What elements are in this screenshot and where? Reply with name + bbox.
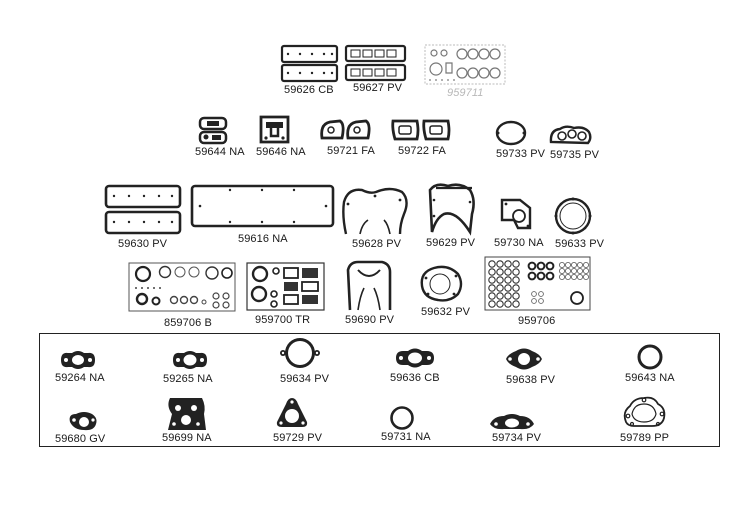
part-label: 59690 PV xyxy=(345,314,395,326)
part-label: 59638 PV xyxy=(506,374,556,386)
gasket-59733-pv[interactable] xyxy=(494,120,528,148)
gasket-59680-gv[interactable] xyxy=(66,408,100,434)
rear-cover-gasket-icon xyxy=(428,183,475,236)
part-label: 59616 NA xyxy=(238,233,288,245)
part-label: 59729 PV xyxy=(273,432,323,444)
flange-gasket-icon xyxy=(198,116,228,145)
part-label: 59628 PV xyxy=(352,238,402,250)
part-label: 59633 PV xyxy=(555,238,605,250)
intake-plate-gasket-icon xyxy=(168,398,206,430)
part-label: 59644 NA xyxy=(195,146,245,158)
manifold-gasket-icon xyxy=(320,119,371,140)
valve-cover-gasket-icon xyxy=(190,184,335,228)
part-label: 59730 NA xyxy=(494,237,544,249)
part-label: 59643 NA xyxy=(625,372,675,384)
part-label: 59626 CB xyxy=(284,84,334,96)
tri-flange-gasket-icon xyxy=(69,412,97,431)
part-label: 59699 NA xyxy=(162,432,212,444)
gasket-59734-pv[interactable] xyxy=(488,410,536,432)
rear-seal-gasket-icon xyxy=(346,260,392,311)
part-label: 959700 TR xyxy=(255,314,311,326)
gasket-59643-na[interactable] xyxy=(636,343,664,371)
part-label: 59731 NA xyxy=(381,431,431,443)
cover-gasket-icon xyxy=(259,115,290,144)
oil-pan-gasket-icon xyxy=(104,184,182,235)
part-label: 59630 PV xyxy=(118,238,168,250)
twin-rail-gasket-icon xyxy=(280,44,339,83)
gasket-59626-cb[interactable] xyxy=(280,44,340,84)
multi-port-gasket-icon xyxy=(549,125,592,145)
part-label: 59789 PP xyxy=(620,432,670,444)
gasket-set-icon xyxy=(484,256,591,311)
gasket-59632-pv[interactable] xyxy=(418,264,464,304)
gasket-59636-cb[interactable] xyxy=(394,346,436,370)
gasket-59634-pv[interactable] xyxy=(280,336,320,372)
round-bolted-gasket-icon xyxy=(554,197,592,235)
oval-flange-gasket-icon xyxy=(490,414,534,430)
gasket-59721-fa[interactable] xyxy=(318,118,374,144)
gasket-59633-pv[interactable] xyxy=(552,196,594,236)
part-label: 59264 NA xyxy=(55,372,105,384)
oval-flange-gasket-icon xyxy=(396,348,434,368)
part-label: 59722 FA xyxy=(398,145,446,157)
gasket-59789-pp[interactable] xyxy=(620,394,670,430)
gasket-59722-fa[interactable] xyxy=(390,118,454,144)
thermostat-housing-gasket-icon xyxy=(623,396,666,427)
gasket-59630-pv[interactable] xyxy=(104,184,184,236)
gasket-59629-pv[interactable] xyxy=(426,180,480,236)
gasket-set-icon xyxy=(424,44,506,85)
part-label: 859706 B xyxy=(164,317,212,329)
gasket-set-icon xyxy=(128,262,236,312)
gasket-set-959706[interactable] xyxy=(484,256,592,312)
gasket-set-959711[interactable] xyxy=(424,44,506,86)
part-label: 59634 PV xyxy=(280,373,330,385)
part-label: 59632 PV xyxy=(421,306,471,318)
part-label: 59735 PV xyxy=(550,149,600,161)
gasket-59735-pv[interactable] xyxy=(548,124,594,148)
gasket-set-859706-b[interactable] xyxy=(128,262,238,314)
gasket-59690-pv[interactable] xyxy=(344,258,394,314)
water-pump-gasket-icon xyxy=(420,265,463,302)
round-gasket-icon xyxy=(495,120,527,146)
gasket-59265-na[interactable] xyxy=(170,348,210,372)
part-label: 59680 GV xyxy=(55,433,106,445)
gasket-59730-na[interactable] xyxy=(498,196,538,234)
gasket-59699-na[interactable] xyxy=(164,396,208,432)
part-label: 59629 PV xyxy=(426,237,476,249)
oval-flange-gasket-icon xyxy=(61,351,95,369)
manifold-gasket-icon xyxy=(391,119,451,141)
o-ring-gasket-icon xyxy=(390,406,414,430)
gasket-59731-na[interactable] xyxy=(388,404,416,432)
oval-flange-gasket-icon xyxy=(173,351,207,369)
diamond-flange-gasket-icon xyxy=(506,348,542,370)
part-label: 959711 xyxy=(447,87,484,99)
round-flange-gasket-icon xyxy=(280,338,320,368)
gasket-59616-na[interactable] xyxy=(190,184,336,230)
part-label: 59733 PV xyxy=(496,148,546,160)
gasket-59638-pv[interactable] xyxy=(504,346,544,372)
gasket-59627-pv[interactable] xyxy=(344,44,408,84)
gasket-59628-pv[interactable] xyxy=(340,184,410,238)
gasket-59646-na[interactable] xyxy=(258,114,292,146)
gasket-set-icon xyxy=(246,262,325,311)
gasket-59729-pv[interactable] xyxy=(274,396,310,430)
gasket-59264-na[interactable] xyxy=(58,348,98,372)
part-label: 59646 NA xyxy=(256,146,306,158)
gasket-59644-na[interactable] xyxy=(198,116,230,146)
timing-cover-gasket-icon xyxy=(342,187,408,235)
part-label: 59636 CB xyxy=(390,372,440,384)
o-ring-gasket-icon xyxy=(637,344,663,370)
pump-gasket-icon xyxy=(500,198,532,230)
gasket-set-959700-tr[interactable] xyxy=(246,262,326,312)
twin-rail-gasket-icon xyxy=(344,44,407,82)
part-label: 959706 xyxy=(518,315,556,327)
part-label: 59265 NA xyxy=(163,373,213,385)
part-label: 59721 FA xyxy=(327,145,375,157)
triangle-flange-gasket-icon xyxy=(276,398,308,427)
part-label: 59627 PV xyxy=(353,82,403,94)
common-gaskets-panel xyxy=(39,333,720,447)
part-label: 59734 PV xyxy=(492,432,542,444)
